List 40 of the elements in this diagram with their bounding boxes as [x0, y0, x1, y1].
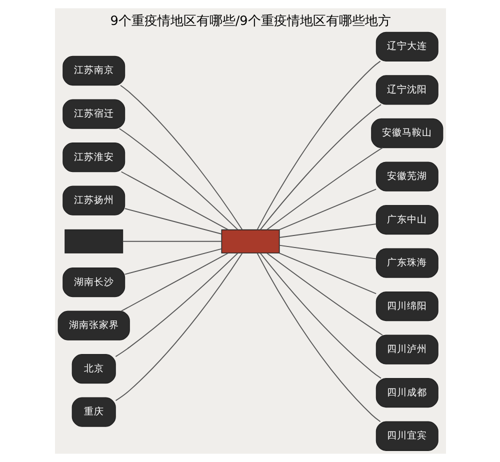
node-box: 江苏淮安 [62, 142, 125, 172]
connector [118, 128, 238, 230]
node-box: 北京 [71, 354, 116, 384]
connector [266, 252, 383, 336]
diagram-title: 9个重疫情地区有哪些/9个重疫情地区有哪些地方 [110, 14, 390, 29]
connector [114, 252, 238, 358]
node-box: 广东中山 [375, 204, 438, 235]
node-box: 安徽马鞍山 [370, 118, 443, 148]
connector [259, 104, 381, 230]
connector [120, 252, 228, 312]
connector [124, 248, 222, 275]
node-box: 四川绵阳 [375, 292, 438, 322]
node-box: 安徽芜湖 [375, 162, 438, 192]
connector [278, 224, 376, 238]
connector [278, 252, 376, 294]
node-box: 四川宜宾 [375, 421, 438, 451]
node-box: 广东珠海 [375, 248, 438, 278]
node-box: 重庆 [71, 397, 116, 427]
node-box: 湖南长沙 [62, 267, 125, 298]
node-box [220, 229, 280, 254]
node-box: 辽宁大连 [375, 32, 438, 62]
connector [259, 252, 381, 379]
connector [256, 60, 380, 230]
node-box: 四川成都 [375, 378, 438, 408]
node-box: 江苏南京 [62, 56, 125, 86]
node-box [64, 229, 123, 254]
node-box: 湖南张家界 [57, 310, 130, 340]
connector [124, 208, 222, 234]
node-box: 辽宁沈阳 [375, 75, 438, 105]
connector [120, 171, 228, 230]
connector [266, 147, 383, 230]
node-box: 江苏扬州 [62, 186, 125, 216]
connector [120, 84, 242, 230]
connector [278, 188, 376, 230]
connector [114, 252, 242, 402]
connector [256, 252, 380, 422]
connector [278, 244, 376, 260]
connector [122, 240, 222, 242]
node-box: 四川泸州 [375, 334, 438, 364]
node-box: 江苏宿迁 [62, 99, 125, 129]
